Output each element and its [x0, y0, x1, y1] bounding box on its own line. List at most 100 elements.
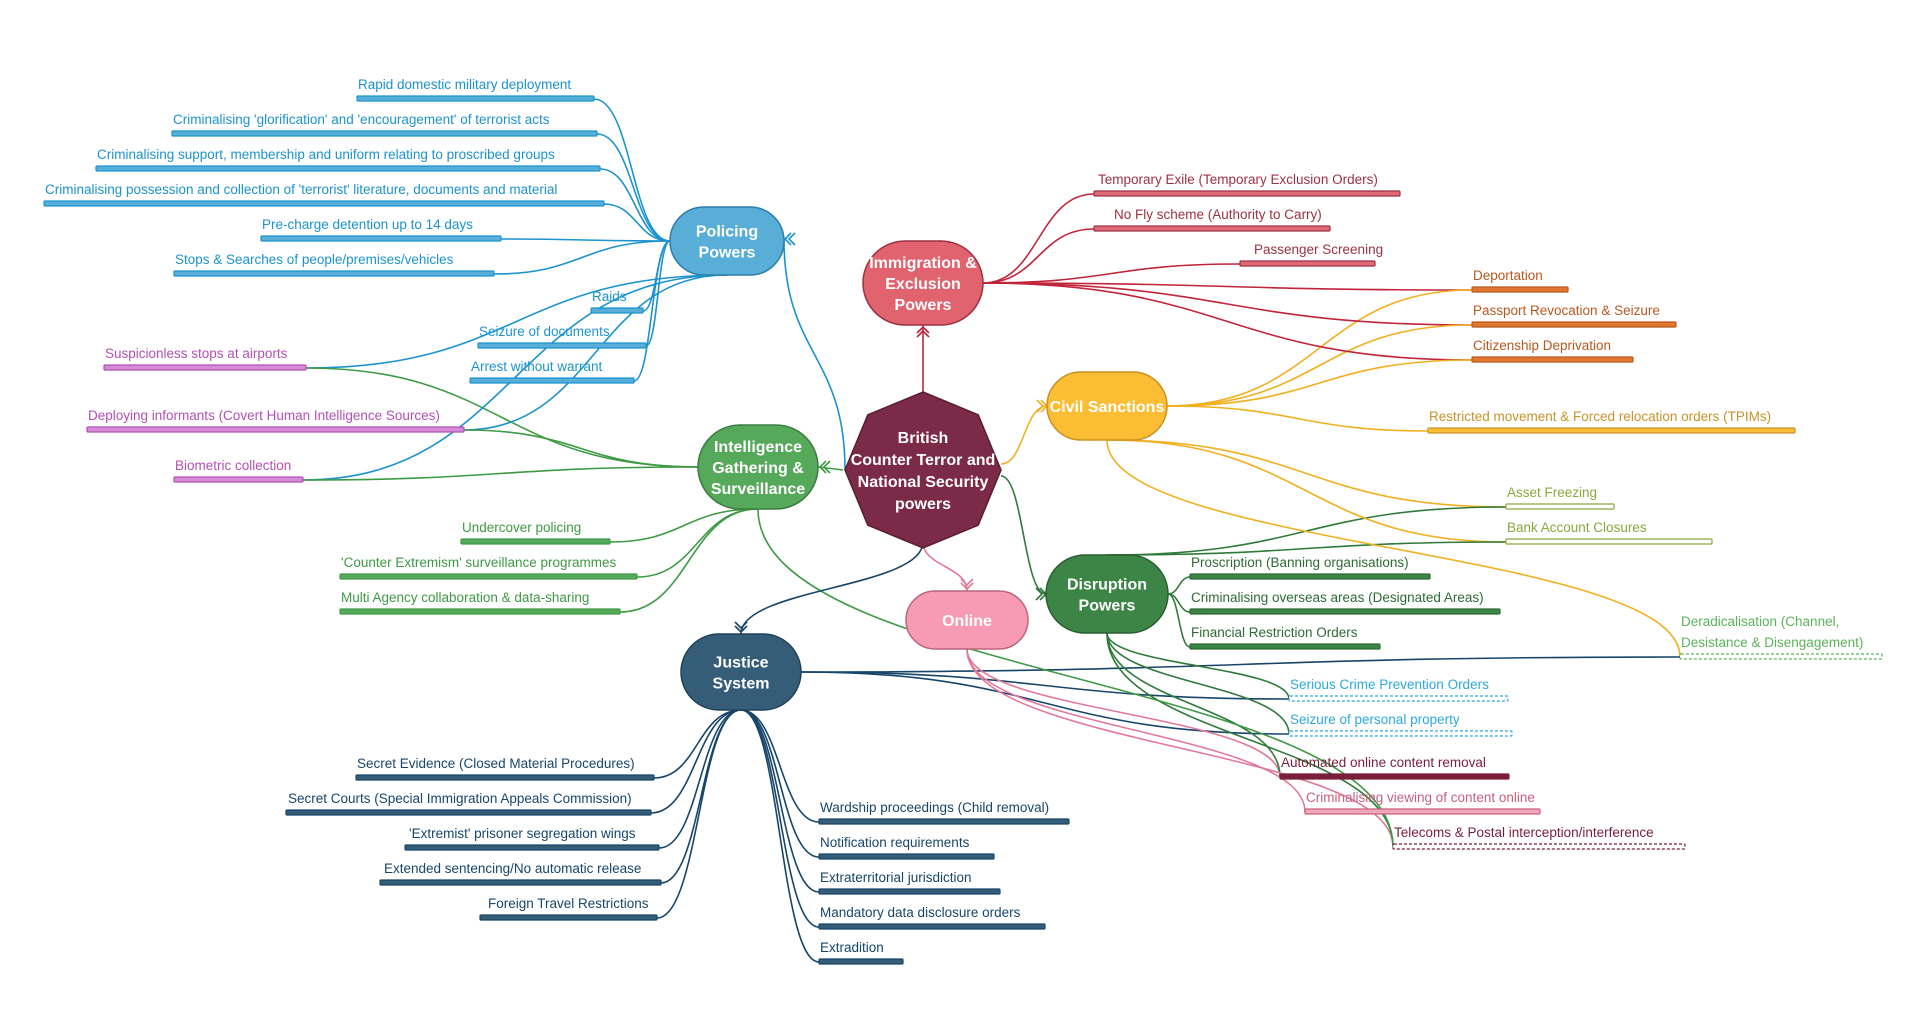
leaf-immigration-bar	[1239, 260, 1376, 267]
hub-intelligence-surveillance-shape	[697, 424, 819, 510]
arrow-head-icon	[818, 460, 831, 474]
center-title: National Security	[858, 474, 989, 491]
leaf-policing-bar	[469, 377, 635, 384]
leaf-intelligence[interactable]: 'Counter Extremism' surveillance program…	[341, 555, 616, 570]
leaf-labels: Rapid domestic military deploymentCrimin…	[45, 77, 1863, 955]
leaf-justice[interactable]: Wardship proceedings (Child removal)	[820, 800, 1049, 815]
hub-online-shape	[905, 590, 1029, 650]
leaf-disruption[interactable]: Criminalising overseas areas (Designated…	[1191, 590, 1484, 605]
leaf-civil[interactable]: Restricted movement & Forced relocation …	[1429, 409, 1771, 424]
hub-justice-system-shape	[680, 633, 802, 711]
leaf-disruption[interactable]: Financial Restriction Orders	[1191, 625, 1358, 640]
leaf-justice[interactable]: Secret Evidence (Closed Material Procedu…	[357, 756, 635, 771]
leaf-disruption-bar	[1189, 643, 1381, 650]
leaf-intelligence[interactable]: Undercover policing	[462, 520, 581, 535]
connector-disruption	[1106, 632, 1394, 848]
connector-justice	[658, 709, 742, 849]
connector-policing	[593, 98, 671, 242]
leaf-intelligence-bar	[460, 538, 611, 545]
connector-civil	[1166, 359, 1473, 407]
leaf-shared-orange[interactable]: Citizenship Deprivation	[1473, 338, 1611, 353]
leaf-shared-purple[interactable]: Biometric collection	[175, 458, 291, 473]
connector-policing	[305, 274, 728, 369]
leaf-deradicalisation[interactable]: Desistance & Disengagement)	[1681, 635, 1863, 650]
leaf-policing[interactable]: Rapid domestic military deployment	[358, 77, 571, 92]
leaf-intelligence[interactable]: Multi Agency collaboration & data-sharin…	[341, 590, 589, 605]
leaf-shared-orange[interactable]: Passport Revocation & Seizure	[1473, 303, 1660, 318]
connector-intelligence	[609, 508, 759, 543]
leaf-policing[interactable]: Pre-charge detention up to 14 days	[262, 217, 473, 232]
hub-policing-powers-shape	[669, 206, 785, 276]
leaf-shared-lightblue-bar	[1288, 695, 1509, 702]
connector-justice	[660, 709, 742, 884]
leaf-automated-content-removal[interactable]: Automated online content removal	[1281, 755, 1486, 770]
leaf-policing-bar	[477, 342, 647, 349]
leaf-justice[interactable]: 'Extremist' prisoner segregation wings	[409, 826, 636, 841]
leaf-policing[interactable]: Criminalising support, membership and un…	[97, 147, 555, 162]
leaf-shared-purple[interactable]: Deploying informants (Covert Human Intel…	[88, 408, 440, 423]
center-octagon-shape	[844, 391, 1002, 549]
leaf-shared-lightblue[interactable]: Serious Crime Prevention Orders	[1290, 677, 1489, 692]
leaf-policing[interactable]: Arrest without warrant	[471, 359, 603, 374]
leaf-policing-bar	[43, 200, 605, 207]
center-title: British	[898, 430, 949, 447]
connector-center-civil	[1000, 405, 1048, 465]
leaf-online[interactable]: Criminalising viewing of content online	[1306, 790, 1535, 805]
connector-justice	[650, 709, 742, 814]
connector-online	[966, 648, 1306, 813]
leaf-justice[interactable]: Foreign Travel Restrictions	[488, 896, 649, 911]
leaf-justice[interactable]: Extradition	[820, 940, 884, 955]
leaf-telecoms[interactable]: Telecoms & Postal interception/interfere…	[1394, 825, 1654, 840]
leaf-underlines	[43, 95, 1883, 965]
leaf-immigration-bar	[1093, 225, 1331, 232]
leaf-shared-olive-bar	[1505, 503, 1615, 510]
leaf-justice-bar	[818, 853, 995, 860]
leaf-deradicalisation[interactable]: Deradicalisation (Channel,	[1681, 614, 1839, 629]
leaf-shared-olive[interactable]: Asset Freezing	[1507, 485, 1597, 500]
leaf-policing[interactable]: Criminalising possession and collection …	[45, 182, 557, 197]
leaf-policing[interactable]: Stops & Searches of people/premises/vehi…	[175, 252, 454, 267]
leaf-policing-bar	[95, 165, 601, 172]
connector-intelligence	[619, 508, 759, 613]
leaf-justice-bar	[404, 844, 660, 851]
hub-immigration-powers-shape	[862, 240, 984, 326]
hub-justice-system-label: Justice	[713, 655, 768, 672]
leaf-immigration[interactable]: Passenger Screening	[1254, 242, 1383, 257]
hub-civil-sanctions[interactable]: Civil Sanctions	[1046, 371, 1168, 441]
leaf-intelligence-bar	[339, 573, 638, 580]
leaf-justice[interactable]: Extraterritorial jurisdiction	[820, 870, 972, 885]
leaf-immigration[interactable]: Temporary Exile (Temporary Exclusion Ord…	[1098, 172, 1378, 187]
leaf-immigration-bar	[1093, 190, 1401, 197]
connector-policing	[493, 240, 671, 275]
leaf-shared-lightblue[interactable]: Seizure of personal property	[1290, 712, 1460, 727]
connector-civil	[1106, 439, 1681, 658]
leaf-policing[interactable]: Seizure of documents	[479, 324, 610, 339]
leaf-policing[interactable]: Raids	[592, 289, 627, 304]
connector-center-policing	[783, 238, 846, 471]
hub-justice-system-label: System	[713, 676, 770, 693]
leaf-shared-orange[interactable]: Deportation	[1473, 268, 1543, 283]
leaf-policing[interactable]: Criminalising 'glorification' and 'encou…	[173, 112, 550, 127]
connector-civil	[1106, 439, 1507, 543]
connector-justice	[740, 709, 820, 893]
connector-policing	[603, 203, 671, 242]
leaf-justice-bar	[818, 958, 904, 965]
leaf-shared-purple-bar	[86, 426, 465, 433]
leaf-disruption[interactable]: Proscription (Banning organisations)	[1191, 555, 1409, 570]
connector-disruption	[1106, 632, 1281, 778]
leaf-justice[interactable]: Mandatory data disclosure orders	[820, 905, 1021, 920]
leaf-justice[interactable]: Secret Courts (Special Immigration Appea…	[288, 791, 632, 806]
leaf-justice[interactable]: Notification requirements	[820, 835, 970, 850]
leaf-justice[interactable]: Extended sentencing/No automatic release	[384, 861, 641, 876]
leaf-immigration[interactable]: No Fly scheme (Authority to Carry)	[1114, 207, 1322, 222]
leaf-shared-purple[interactable]: Suspicionless stops at airports	[105, 346, 288, 361]
leaf-shared-olive[interactable]: Bank Account Closures	[1507, 520, 1647, 535]
leaf-justice-bar	[379, 879, 662, 886]
hub-online[interactable]: Online	[905, 590, 1029, 650]
